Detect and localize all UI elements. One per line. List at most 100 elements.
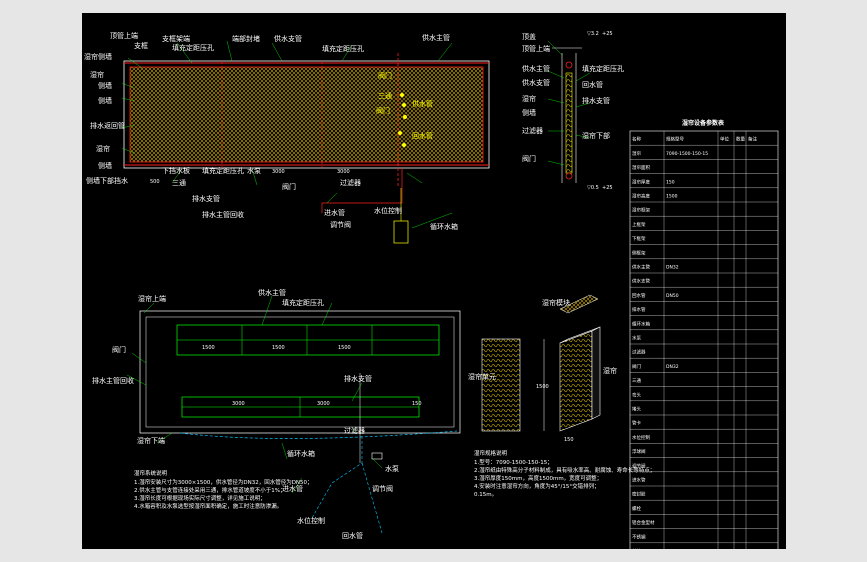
- table-cell: DN32: [666, 364, 679, 370]
- table-header-cell: 规格型号: [666, 136, 684, 143]
- notes-left-line: 3.湿帘长度可根据现场实际尺寸调整，详见施工说明；: [134, 494, 266, 502]
- notes-right-title: 湿帘规格说明: [474, 449, 508, 457]
- top-pad: [129, 66, 484, 163]
- parameter-table-grid: [629, 130, 779, 549]
- front-label: 湿帘上端: [138, 294, 166, 303]
- top-dim: 3000: [272, 169, 285, 175]
- table-cell: 排水管: [632, 306, 646, 313]
- table-cell: 螺栓: [632, 505, 641, 512]
- pad-detail: [481, 294, 601, 432]
- front-label: 供水主管: [258, 288, 286, 297]
- notes-left-line: 2.供水主管与支管连接处采用三通，排水管道坡度不小于1%；: [134, 486, 285, 494]
- table-cell: 三通: [632, 377, 641, 384]
- table-cell: 循环水箱: [632, 320, 650, 327]
- bottom-label: 排水支管: [192, 194, 220, 203]
- right-marker: 阀门: [376, 106, 390, 115]
- section-level: +25: [602, 185, 613, 191]
- pad-face: [481, 338, 521, 432]
- section-view: [547, 40, 591, 183]
- top-green-leaders: [121, 40, 453, 229]
- right-marker: 供水管: [412, 99, 433, 108]
- left-label: 排水返回管: [90, 121, 125, 130]
- section-label: 填充定距压孔: [582, 64, 624, 73]
- table-cell: 湿帘框架: [632, 207, 650, 214]
- table-cell: 堵头: [632, 405, 641, 412]
- left-label: 湿帘: [96, 144, 110, 153]
- front-label: 循环水箱: [287, 449, 315, 458]
- left-label: 侧墙: [98, 81, 112, 90]
- table-cell: 水位控制: [632, 434, 650, 441]
- front-label: 过滤器: [344, 426, 365, 435]
- table-cell: 供水主管: [632, 263, 650, 270]
- section-return-pipe: [565, 172, 573, 180]
- top-dim: 3000: [337, 169, 350, 175]
- top-label: 顶管上端: [110, 31, 138, 40]
- notes-right-line: 4.安装时注意湿帘方向，角度为45°/15°交错排列；: [474, 482, 600, 490]
- notes-right-line: 3.湿帘厚度150mm，高度1500mm，宽度可调整；: [474, 474, 602, 482]
- left-label: 湿帘侧墙: [84, 52, 112, 61]
- table-cell: 管卡: [632, 420, 641, 427]
- section-supply-pipe: [565, 61, 573, 69]
- pad-label: 湿帘: [603, 366, 617, 375]
- top-view: [121, 40, 490, 244]
- table-cell: 其他: [632, 547, 641, 549]
- front-label: 调节阀: [372, 484, 393, 493]
- pad-small-iso: [559, 294, 599, 314]
- bottom-label: 水位控制: [374, 206, 402, 215]
- section-label: 供水支管: [522, 78, 550, 87]
- table-header-cell: 备注: [748, 136, 757, 143]
- front-label: 填充定距压孔: [282, 298, 324, 307]
- table-cell: 上框架: [632, 221, 646, 228]
- table-cell: 进水管: [632, 476, 646, 483]
- table-header-cell: 名称: [632, 136, 641, 143]
- bottom-label: 填充定距压孔: [202, 166, 244, 175]
- front-label: 水泵: [385, 464, 399, 473]
- front-drain-line-2: [361, 462, 383, 534]
- right-marker: 三通: [378, 91, 392, 100]
- front-dim: 150: [412, 401, 422, 407]
- table-cell: 湿帘面积: [632, 164, 650, 171]
- left-label: 侧墙: [98, 96, 112, 105]
- section-label: 排水支管: [582, 96, 610, 105]
- bottom-label: 下挡水板: [162, 166, 190, 175]
- notes-right-line: 1.型号：7090-1500-150-15；: [474, 458, 553, 466]
- front-dim: 1500: [202, 345, 215, 351]
- front-pump: [371, 452, 383, 460]
- section-level: ▽0.5: [587, 185, 599, 191]
- table-cell: 150: [666, 179, 675, 185]
- top-label: 端部封堵: [232, 34, 260, 43]
- bottom-label: 排水主管回收: [202, 210, 244, 219]
- pad-label: 湿帘模块: [542, 298, 570, 307]
- front-frame-inner: [145, 316, 455, 428]
- section-label: 顶盖: [522, 32, 536, 41]
- bottom-label: 水泵: [247, 166, 261, 175]
- notes-left-line: 1.湿帘安装尺寸为3000×1500，供水管径为DN32，回水管径为DN50；: [134, 478, 313, 486]
- table-cell: 7090-1500-150-15: [666, 151, 708, 157]
- table-cell: 密封胶: [632, 491, 646, 498]
- table-cell: 浮球阀: [632, 448, 646, 455]
- text-layer: 顶管上端 支框 支框架端 填充定距压孔 端部封堵 供水支管 填充定距压孔 供水主…: [84, 31, 757, 549]
- table-cell: 侧框架: [632, 249, 646, 256]
- front-label: 阀门: [112, 345, 126, 354]
- section-label: 供水主管: [522, 64, 550, 73]
- section-view-labels: 顶盖 顶管上端 供水主管 供水支管 湿帘 侧墙 过滤器 阀门 填充定距压孔 回水…: [522, 31, 624, 191]
- table-title: 湿帘设备参数表: [682, 119, 725, 127]
- left-label: 侧墙下部挡水: [86, 176, 128, 185]
- section-label: 过滤器: [522, 126, 543, 135]
- section-label: 顶管上端: [522, 44, 550, 53]
- table-cell: 过滤器: [632, 349, 646, 356]
- front-frame-outer: [139, 310, 461, 434]
- table-cell: 水泵: [632, 334, 641, 341]
- top-label: 供水支管: [274, 34, 302, 43]
- top-label: 填充定距压孔: [172, 43, 214, 52]
- top-label: 供水主管: [422, 33, 450, 42]
- section-leaders: [547, 40, 591, 166]
- cad-drawing: [121, 40, 779, 549]
- pad-detail-labels: 湿帘单元 湿帘 湿帘模块 1500 150: [468, 298, 617, 443]
- pad-dim: 150: [564, 437, 574, 443]
- left-label: 侧墙: [98, 161, 112, 170]
- front-label: 进水管: [282, 484, 303, 493]
- bottom-label: 阀门: [282, 182, 296, 191]
- section-label: 湿帘: [522, 94, 536, 103]
- pad-iso-side: [591, 326, 601, 420]
